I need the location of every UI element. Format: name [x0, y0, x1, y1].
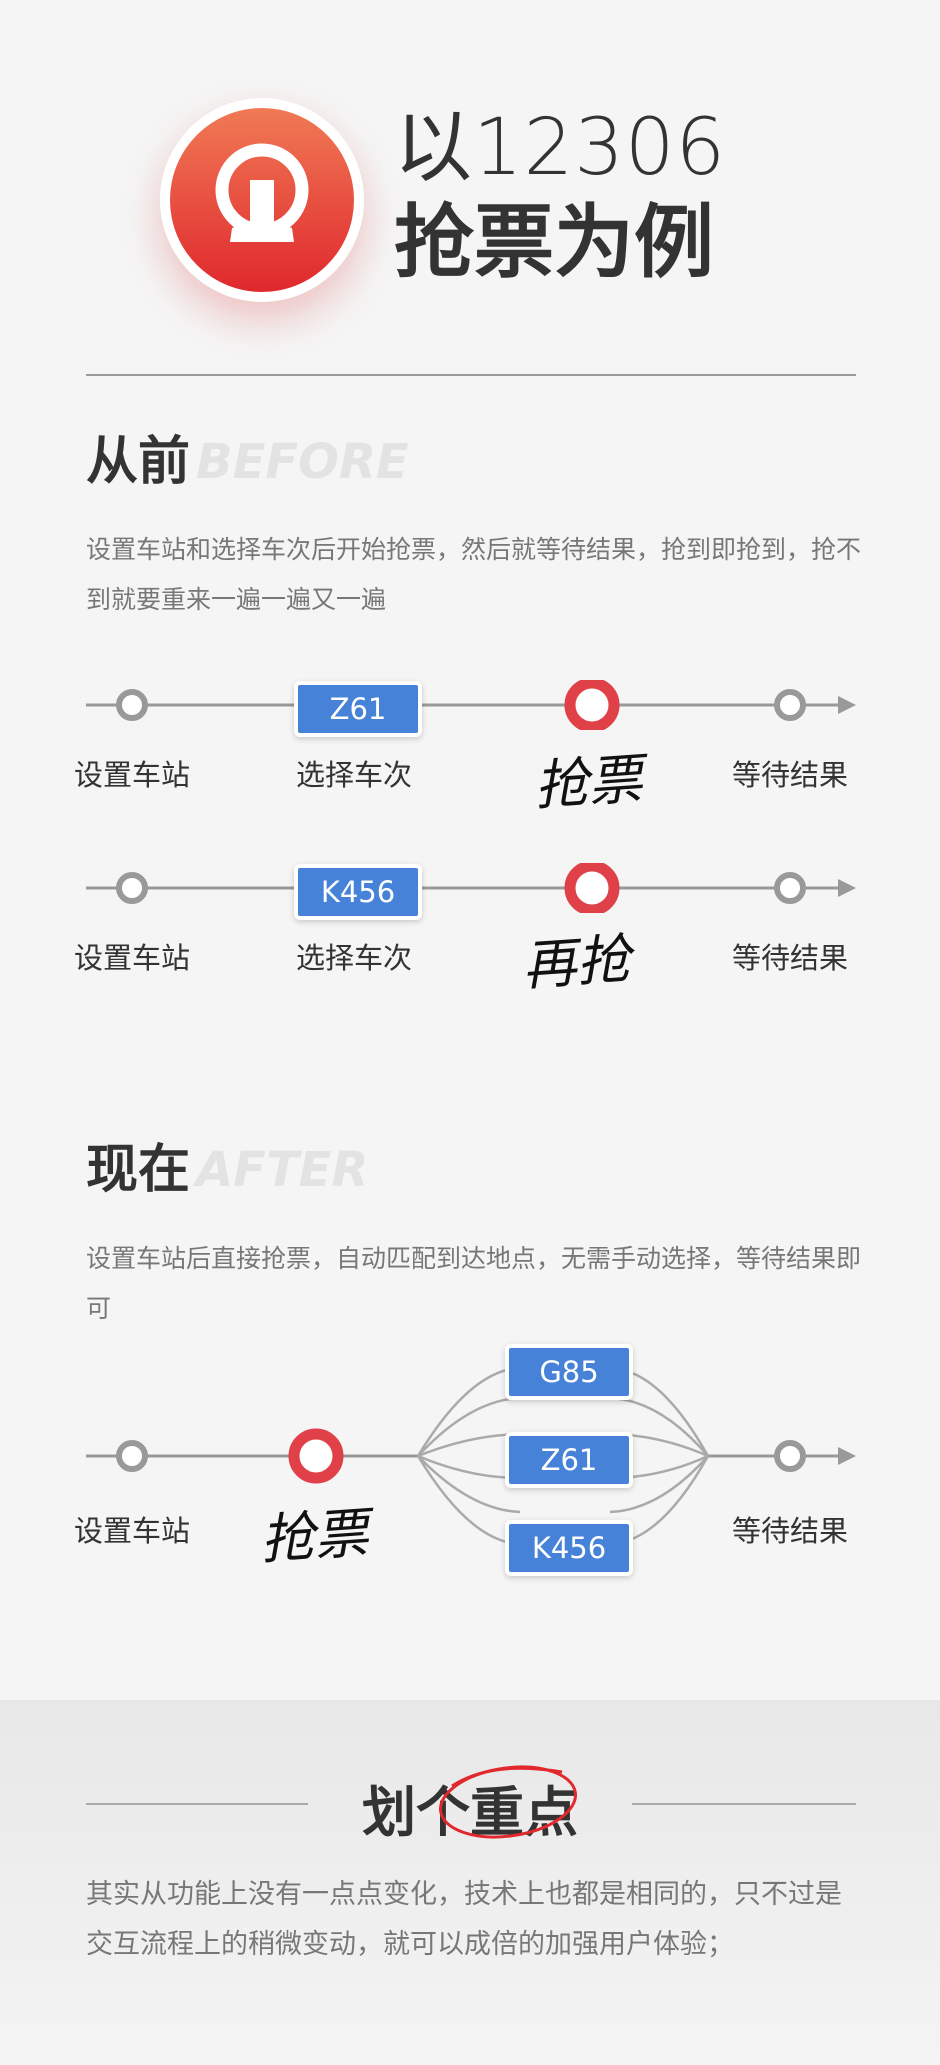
divider: [86, 374, 856, 376]
flow-node: [774, 689, 806, 721]
train-tag: Z61: [505, 1432, 633, 1488]
step-label: 选择车次: [295, 941, 412, 975]
key-divider-left: [86, 1803, 308, 1805]
key-point-band: [0, 1700, 940, 2065]
after-title-en: AFTER: [196, 1142, 369, 1198]
train-tag: K456: [505, 1520, 633, 1576]
railway-logo: [160, 98, 364, 302]
step-label: 等待结果: [731, 758, 848, 792]
train-tag: G85: [505, 1344, 633, 1400]
action-handwriting: 抢票: [258, 1501, 371, 1572]
flow-node-active: [564, 863, 620, 913]
action-handwriting: 再抢: [520, 927, 633, 998]
flow-node: [116, 689, 148, 721]
before-title: 从前: [86, 432, 191, 492]
flow-node-active: [564, 680, 620, 730]
key-divider-right: [632, 1803, 856, 1805]
before-title-en: BEFORE: [196, 434, 409, 490]
before-description: 设置车站和选择车次后开始抢票，然后就等待结果，抢到即抢到，抢不到就要重来一遍一遍…: [86, 535, 862, 614]
flow-node: [116, 1440, 148, 1472]
before-flow1-line: [86, 680, 856, 730]
header-subtitle: 以12306: [394, 103, 727, 193]
flow-node: [774, 1440, 806, 1472]
step-label: 设置车站: [73, 758, 190, 792]
before-flow2-line: [86, 863, 856, 913]
flow-node: [774, 872, 806, 904]
header-title: 抢票为例: [394, 196, 714, 289]
step-label: 选择车次: [295, 758, 412, 792]
highlight-circle: [438, 1765, 578, 1839]
action-handwriting: 抢票: [532, 747, 645, 818]
after-title: 现在: [86, 1140, 191, 1200]
step-label: 等待结果: [731, 1514, 848, 1548]
train-tag: K456: [294, 864, 422, 920]
flow-node: [116, 872, 148, 904]
railway-icon: [215, 143, 309, 242]
train-tag: Z61: [294, 681, 422, 737]
step-label: 设置车站: [73, 1514, 190, 1548]
after-description: 设置车站后直接抢票，自动匹配到达地点，无需手动选择，等待结果即可: [86, 1244, 862, 1323]
step-label: 等待结果: [731, 941, 848, 975]
flow-node-active: [288, 1428, 344, 1484]
key-point-description: 其实从功能上没有一点点变化，技术上也都是相同的，只不过是交互流程上的稍微变动，就…: [86, 1879, 842, 1960]
key-point-title-prefix: 划个: [362, 1781, 470, 1844]
step-label: 设置车站: [73, 941, 190, 975]
